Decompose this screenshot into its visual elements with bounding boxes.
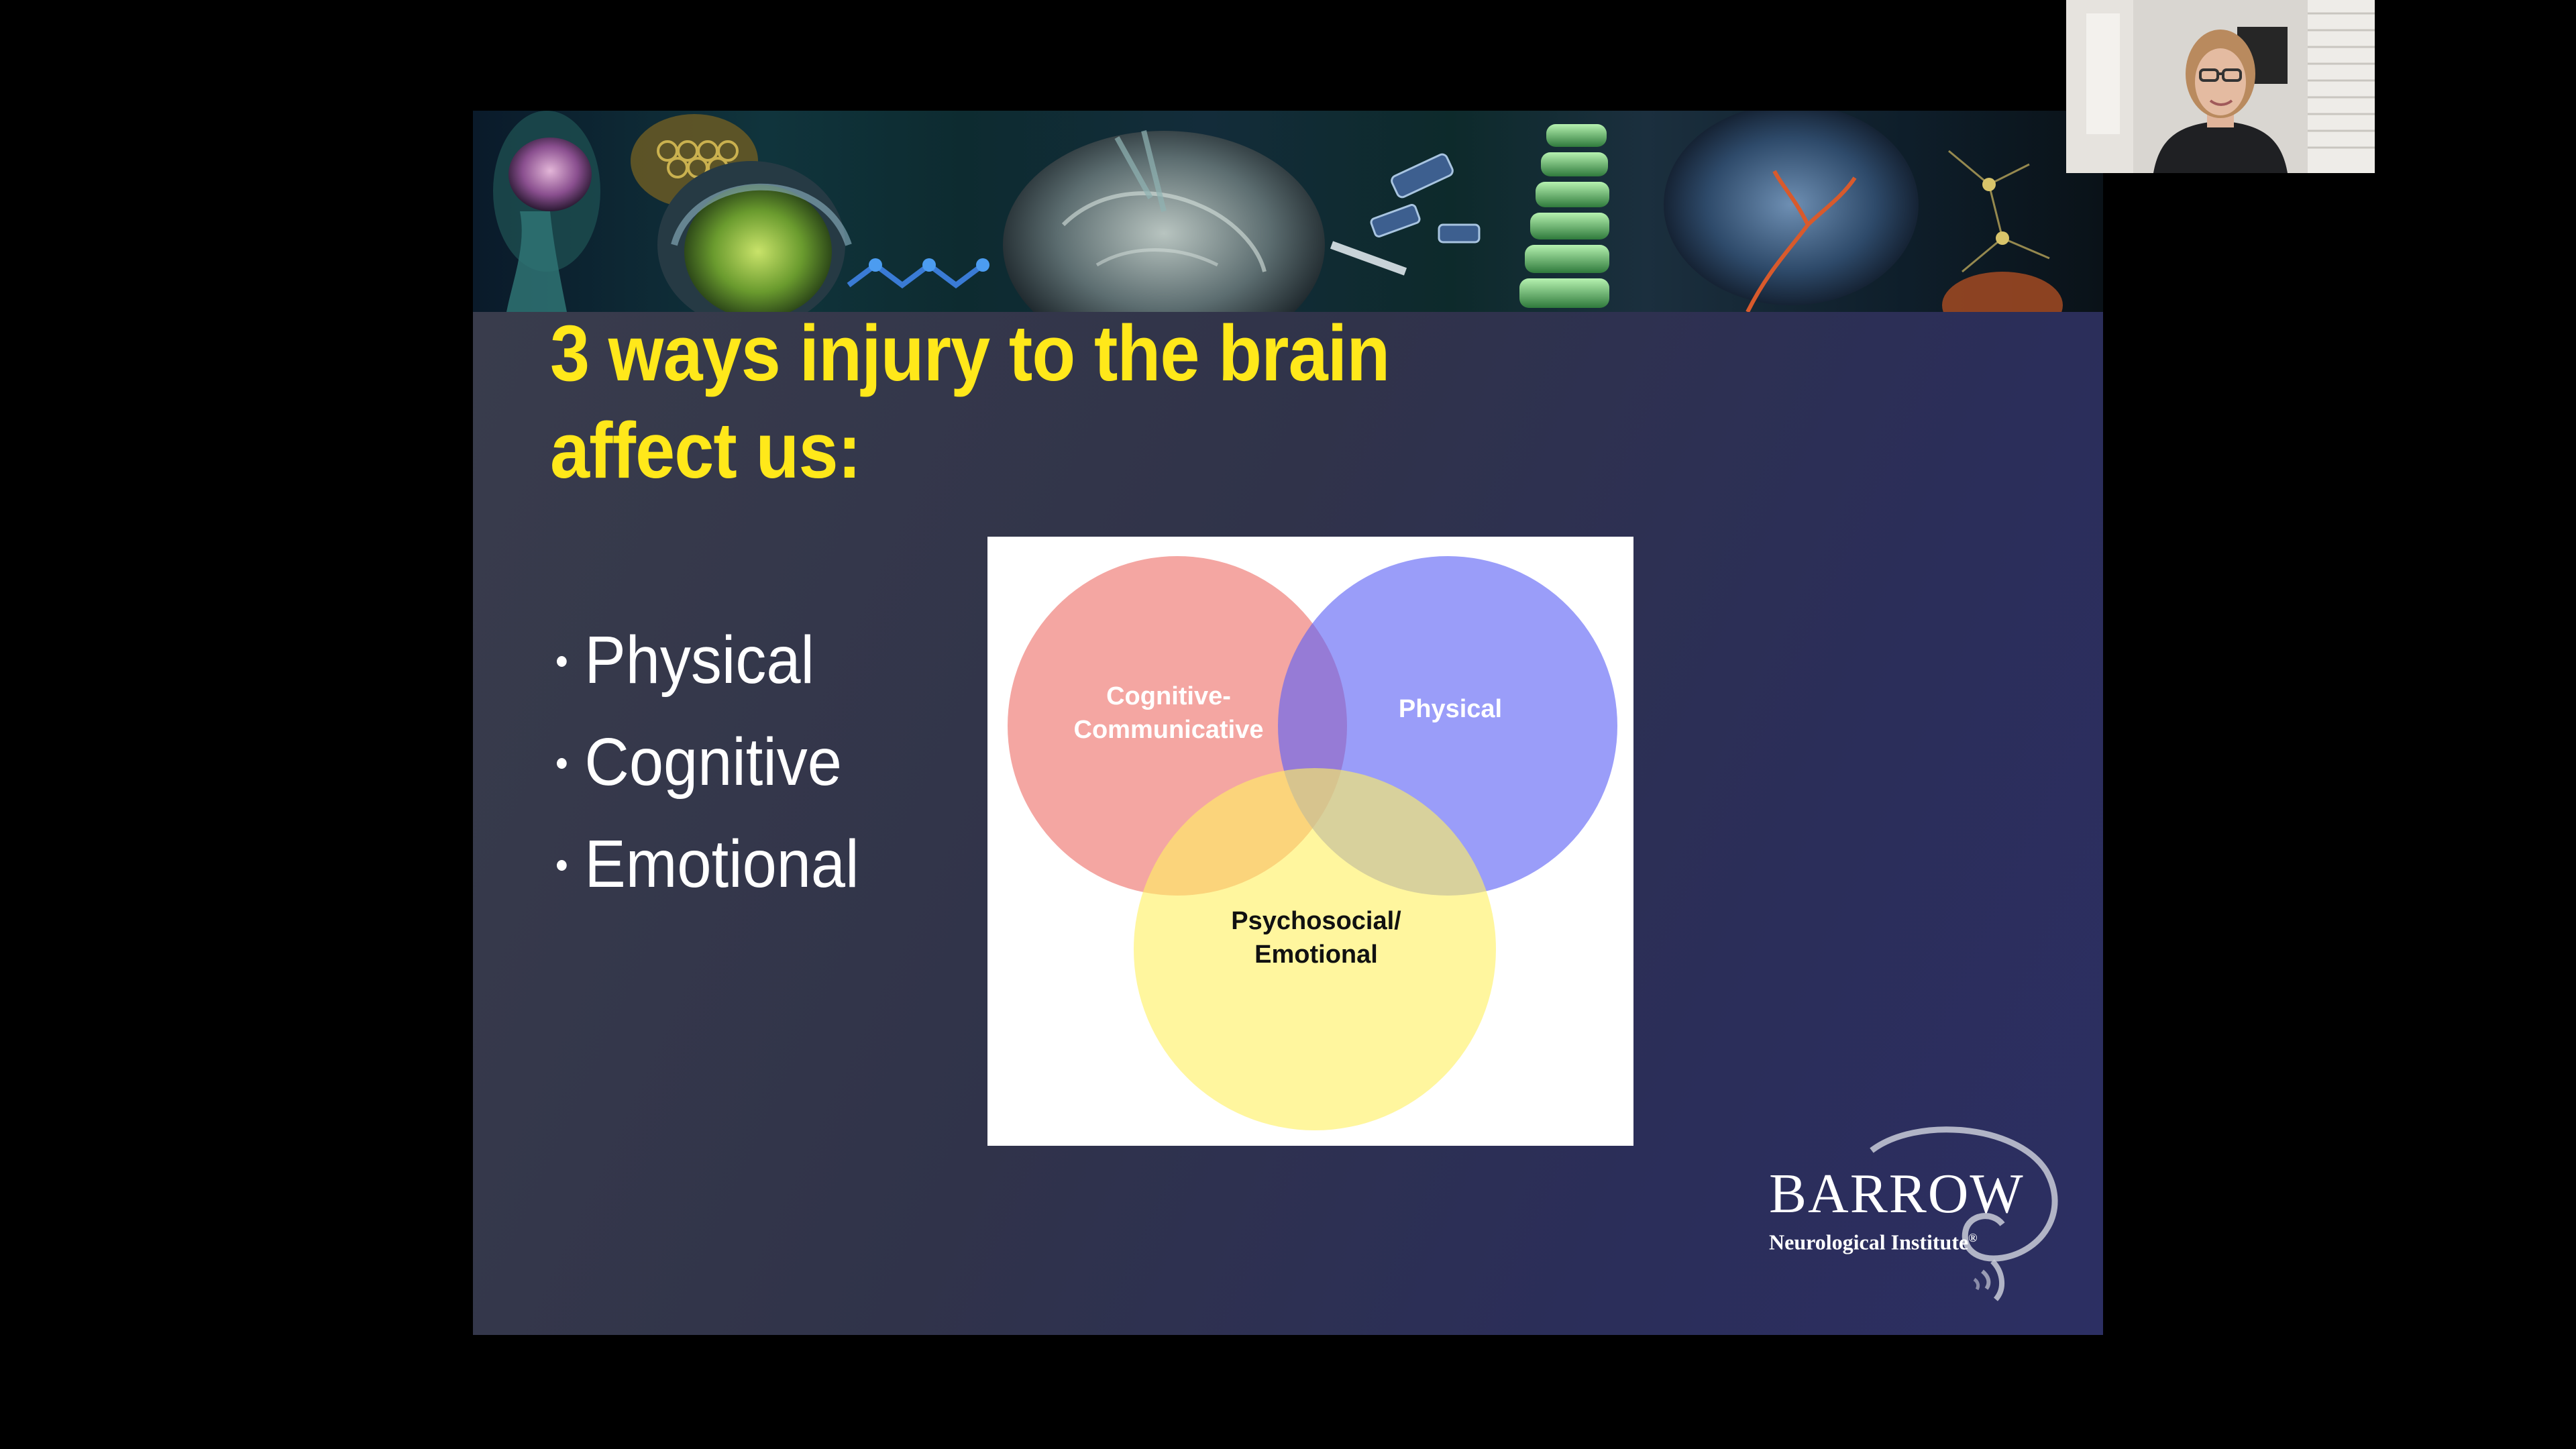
venn-circles-graphic bbox=[1008, 556, 1617, 1130]
logo-subtitle: Neurological Institute® bbox=[1769, 1230, 1978, 1254]
barrow-logo: BARROW Neurological Institute® bbox=[1761, 1124, 2076, 1305]
venn-label-emotional: Psychosocial/ Emotional bbox=[1231, 907, 1401, 969]
presenter-webcam-thumbnail[interactable] bbox=[2066, 0, 2375, 173]
bullet-item: Cognitive bbox=[557, 719, 859, 821]
registered-mark: ® bbox=[1968, 1231, 1978, 1244]
slide-title-line2: affect us: bbox=[550, 407, 861, 495]
venn-diagram: Cognitive- Communicative Physical Psycho… bbox=[987, 537, 1633, 1146]
barrow-swirl-icon bbox=[1870, 1126, 2058, 1301]
bullet-dot-icon bbox=[557, 656, 567, 667]
logo-name: BARROW bbox=[1769, 1163, 2025, 1225]
presenter-video-icon bbox=[2066, 0, 2375, 173]
slide-banner-image bbox=[473, 111, 2103, 312]
bullet-list: Physical Cognitive Emotional bbox=[557, 617, 885, 923]
slide-title-line1: 3 ways injury to the brain bbox=[550, 309, 1390, 398]
banner-artwork-icon bbox=[493, 111, 2063, 312]
bullet-text: Physical bbox=[584, 623, 814, 698]
venn-label-cognitive: Cognitive- Communicative bbox=[1073, 682, 1264, 744]
bullet-dot-icon bbox=[557, 860, 567, 871]
venn-label-physical: Physical bbox=[1398, 695, 1503, 723]
bullet-text: Cognitive bbox=[584, 724, 842, 800]
slide-title: 3 ways injury to the brain affect us: bbox=[550, 305, 1576, 500]
bullet-text: Emotional bbox=[584, 826, 859, 902]
bullet-item: Physical bbox=[557, 617, 859, 719]
bullet-item: Emotional bbox=[557, 821, 859, 923]
bullet-dot-icon bbox=[557, 758, 567, 769]
venn-circle-emotional bbox=[1134, 768, 1496, 1130]
presentation-slide: 3 ways injury to the brain affect us: Ph… bbox=[473, 111, 2103, 1335]
